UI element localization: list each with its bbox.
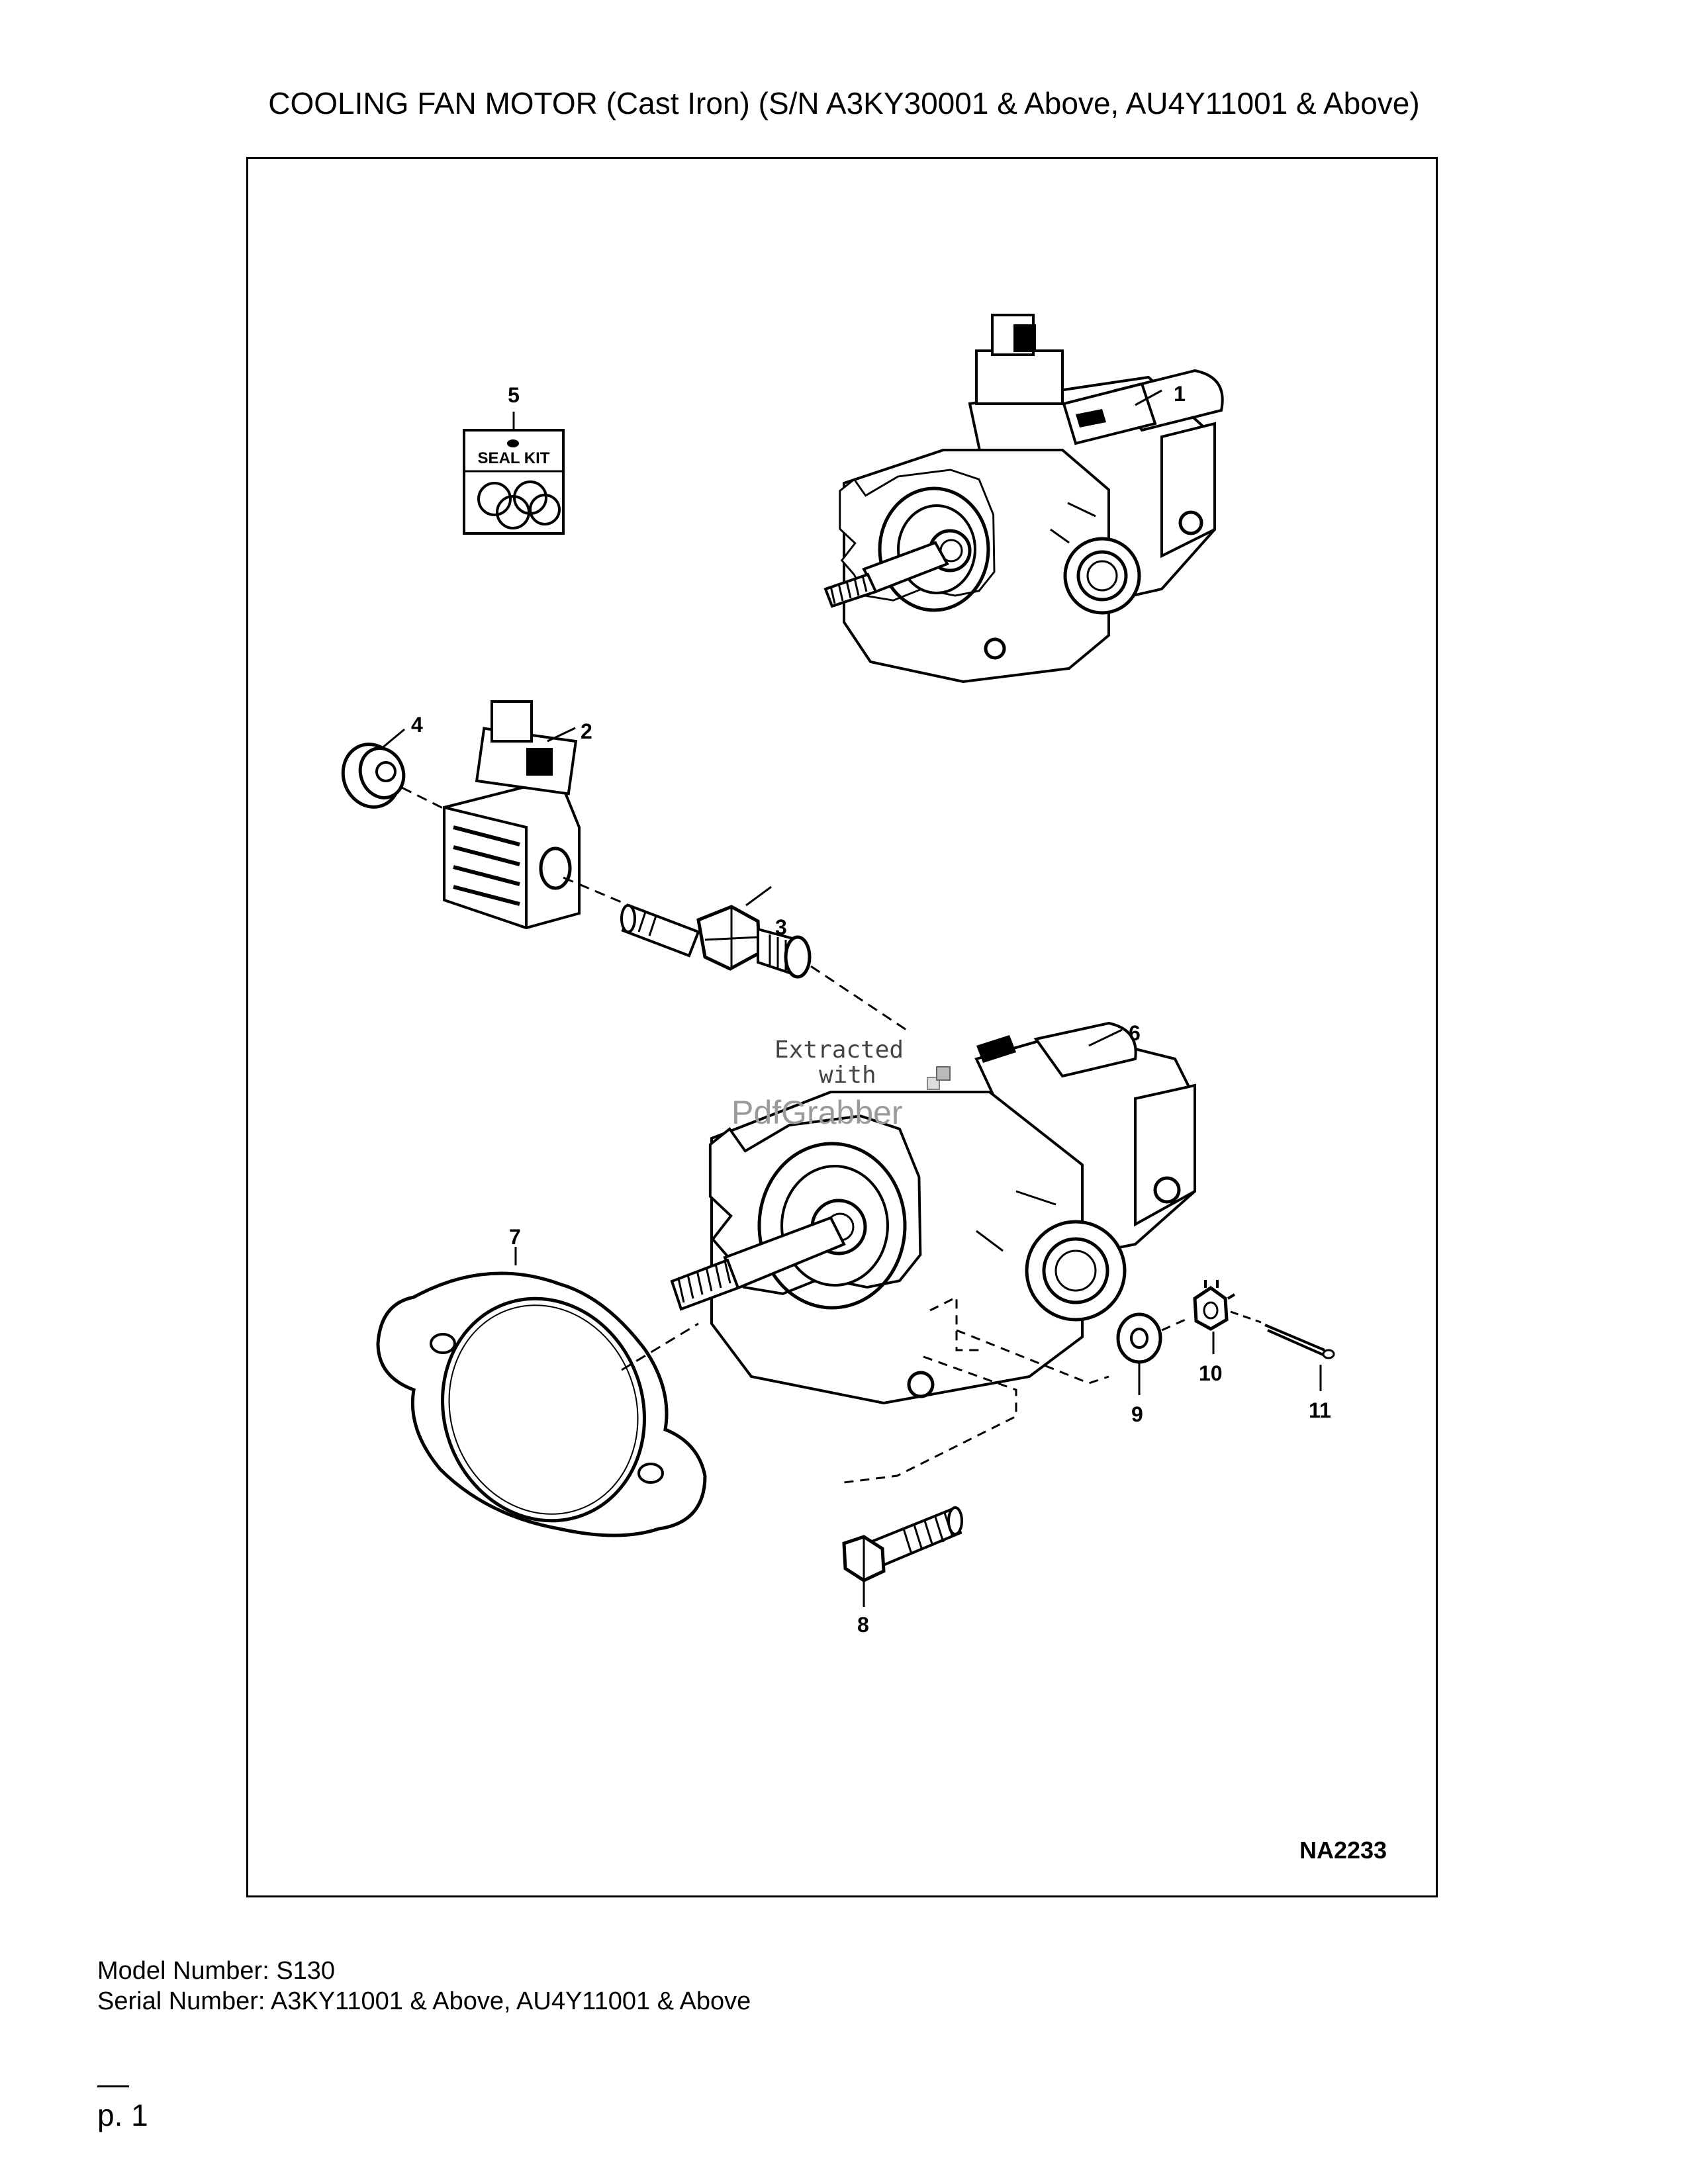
seal-kit-item-5: SEAL KIT 5	[463, 383, 565, 535]
serial-number: Serial Number: A3KY11001 & Above, AU4Y11…	[97, 1987, 751, 2015]
page-title: COOLING FAN MOTOR (Cast Iron) (S/N A3KY3…	[268, 86, 1420, 120]
cotter-pin-item-11: 11	[1264, 1324, 1335, 1422]
castle-nut-item-10: 10	[1193, 1280, 1262, 1385]
callout-4: 4	[411, 713, 423, 737]
cartridge-valve-item-3: 3	[620, 886, 911, 1034]
gasket-item-7: 7	[376, 1225, 707, 1537]
watermark-line-pdfgrabber: PdfGrabber	[731, 1094, 902, 1131]
page-number: p. 1	[97, 2098, 148, 2132]
pdfgrabber-watermark: Extracted with PdfGrabber	[731, 1036, 951, 1131]
coil-nut-item-4: 4	[341, 713, 447, 811]
callout-2: 2	[581, 719, 592, 743]
page-number-rule	[97, 2085, 129, 2087]
callout-3: 3	[775, 915, 787, 939]
parts-diagram-frame: SEAL KIT 5	[246, 157, 1438, 1897]
callout-9: 9	[1131, 1402, 1143, 1426]
callout-11: 11	[1309, 1398, 1331, 1422]
model-number: Model Number: S130	[97, 1957, 336, 1985]
seal-kit-label: SEAL KIT	[478, 449, 550, 467]
callout-7: 7	[509, 1225, 521, 1249]
motor-assembly-item-1: 1	[823, 314, 1224, 684]
figure-id: NA2233	[1299, 1837, 1387, 1864]
callout-1: 1	[1174, 382, 1186, 406]
solenoid-coil-item-2: 2	[443, 700, 633, 930]
callout-6: 6	[1129, 1021, 1141, 1045]
exploded-parts-diagram: SEAL KIT 5	[341, 314, 1387, 1864]
callout-5: 5	[508, 383, 520, 407]
motor-housing-item-6: 6	[670, 1021, 1196, 1484]
bolt-item-8: 8	[842, 1506, 963, 1637]
callout-10: 10	[1199, 1361, 1223, 1385]
callout-8: 8	[857, 1613, 869, 1637]
watermark-line-extracted: Extracted	[774, 1036, 904, 1064]
watermark-line-with: with	[819, 1062, 876, 1089]
washer-item-9: 9	[1116, 1312, 1189, 1426]
